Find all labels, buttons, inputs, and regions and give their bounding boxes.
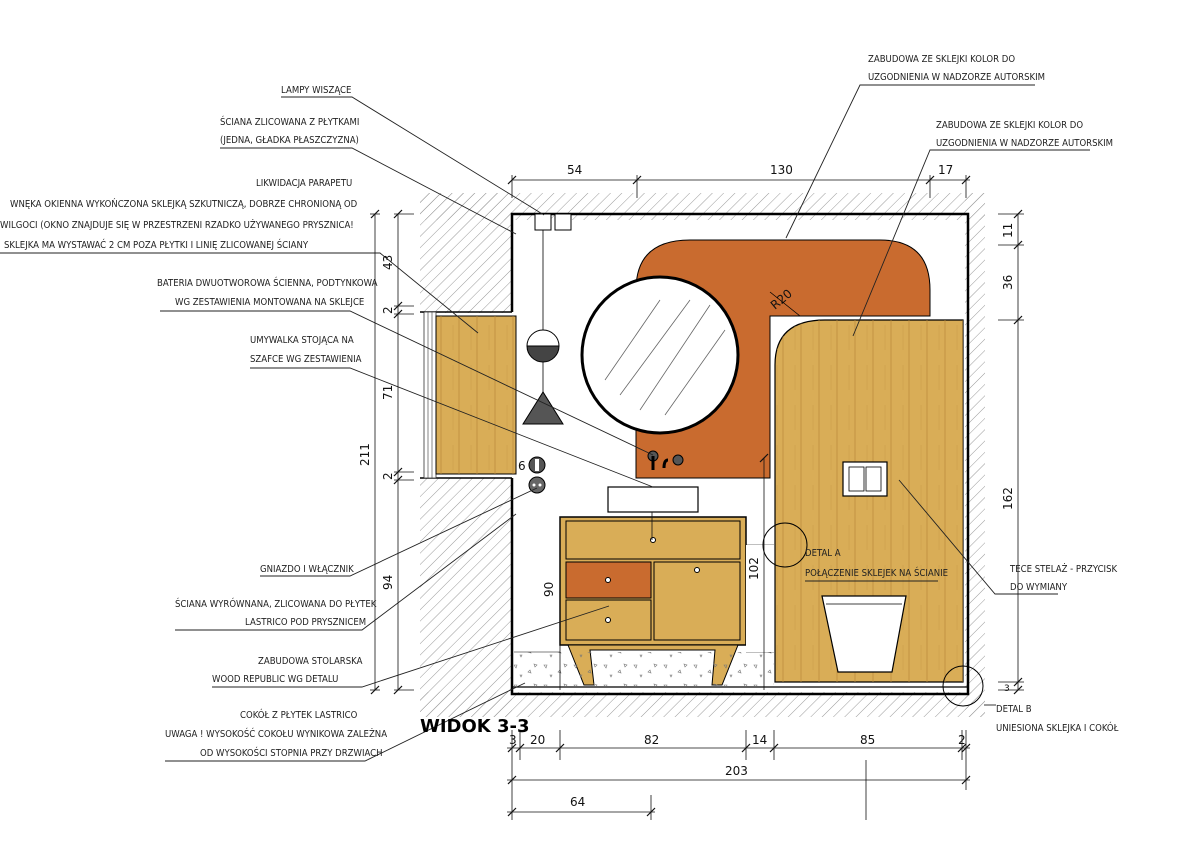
dim-bottom-3: 3: [509, 733, 517, 747]
dim-left-2b: 2: [381, 472, 395, 480]
label-detal-a-1: DETAL A: [805, 548, 841, 559]
left-annotations: LAMPY WISZĄCE ŚCIANA ZLICOWANA Z PŁYTKAM…: [0, 85, 387, 759]
label-cokol-2: UWAGA ! WYSOKOŚĆ COKOŁU WYNIKOWA ZALEŻNA: [165, 728, 387, 740]
dim-right-3: 3: [1004, 684, 1010, 694]
label-parapet-1: LIKWIDACJA PARAPETU: [256, 178, 352, 189]
dim-bottom-2: 2: [958, 733, 966, 747]
washbasin: [607, 450, 699, 513]
dim-total-203: 203: [725, 764, 748, 778]
label-sciana-zlicowana-2: (JEDNA, GŁADKA PŁASZCZYZNA): [220, 135, 359, 146]
label-parapet-4: SKLEJKA MA WYSTAWAĆ 2 CM POZA PŁYTKI I L…: [4, 239, 309, 251]
label-zabudowa-stol-1: ZABUDOWA STOLARSKA: [258, 656, 363, 667]
label-zabudowa-right-1: ZABUDOWA ZE SKLEJKI KOLOR DO: [936, 120, 1083, 131]
dim-left-6: 6: [518, 459, 526, 473]
label-zabudowa-top-1: ZABUDOWA ZE SKLEJKI KOLOR DO: [868, 54, 1015, 65]
dim-sub-64: 64: [570, 795, 585, 809]
room-outline: [420, 212, 970, 696]
dim-top-17: 17: [938, 163, 953, 177]
label-zabudowa-right-2: UZGODNIENIA W NADZORZE AUTORSKIM: [936, 138, 1113, 149]
label-zabudowa-top-2: UZGODNIENIA W NADZORZE AUTORSKIM: [868, 72, 1045, 83]
label-gniazdo: GNIAZDO I WŁĄCZNIK: [260, 564, 354, 575]
detail-a-circle: [762, 522, 808, 568]
label-cokol-1: COKÓŁ Z PŁYTEK LASTRICO: [240, 709, 358, 721]
round-mirror: [580, 275, 740, 435]
wall-section-hatch: [420, 193, 985, 717]
label-detal-b-2: UNIESIONA SKLEJKA I COKÓŁ: [996, 722, 1119, 734]
label-bateria-2: WG ZESTAWIENIA MONTOWANA NA SKLEJCE: [175, 297, 364, 308]
label-parapet-3: WILGOCI (OKNO ZNAJDUJE SIĘ W PRZESTRZENI…: [0, 220, 354, 231]
dim-bottom-85: 85: [860, 733, 875, 747]
dim-left-71: 71: [381, 385, 395, 400]
dim-bottom-20: 20: [530, 733, 545, 747]
label-sciana-zlicowana-1: ŚCIANA ZLICOWANA Z PŁYTKAMI: [220, 116, 359, 128]
pendant-lamps: [522, 213, 572, 425]
label-parapet-2: WNĘKA OKIENNA WYKOŃCZONA SKLEJKĄ SZKUTNI…: [10, 198, 358, 210]
left-dimensions: 211 43 2 71 2 94 6 90 102: [358, 209, 761, 695]
view-title: WIDOK 3-3: [420, 716, 530, 737]
lastrico-plinth: [514, 652, 774, 686]
leader-lines: [0, 84, 1090, 762]
label-detal-b-1: DETAL B: [996, 704, 1032, 715]
right-plywood-build: [774, 319, 964, 683]
right-annotations: ZABUDOWA ZE SKLEJKI KOLOR DO UZGODNIENIA…: [805, 54, 1119, 734]
dim-bottom-82: 82: [644, 733, 659, 747]
socket-switch: [528, 456, 546, 494]
label-lampy: LAMPY WISZĄCE: [281, 85, 351, 96]
dim-left-2a: 2: [381, 306, 395, 314]
dim-cabinet-90: 90: [542, 582, 556, 597]
dim-panel-102: 102: [747, 557, 761, 580]
dim-left-94: 94: [381, 575, 395, 590]
label-zabudowa-stol-2: WOOD REPUBLIC WG DETALU: [212, 674, 338, 685]
label-bateria-1: BATERIA DWUOTWOROWA ŚCIENNA, PODTYNKOWA: [157, 277, 378, 289]
dim-right-11: 11: [1001, 223, 1015, 238]
bottom-dimensions: 3 20 82 14 85 2 203 64: [507, 730, 971, 820]
dim-left-43: 43: [381, 255, 395, 270]
label-umywalka-1: UMYWALKA STOJĄCA NA: [250, 335, 354, 346]
dim-top-130: 130: [770, 163, 793, 177]
dim-top-54: 54: [567, 163, 582, 177]
label-sciana-wyrownana-2: LASTRICO POD PRYSZNICEM: [245, 617, 366, 628]
label-cokol-3: OD WYSOKOŚCI STOPNIA PRZY DRZWIACH: [200, 747, 383, 759]
label-umywalka-2: SZAFCE WG ZESTAWIENIA: [250, 354, 362, 365]
window-niche: [423, 311, 517, 479]
dim-right-36: 36: [1001, 275, 1015, 290]
dim-right-162: 162: [1001, 487, 1015, 510]
label-detal-a-2: POŁĄCZENIE SKLEJEK NA ŚCIANIE: [805, 567, 948, 579]
label-sciana-wyrownana-1: ŚCIANA WYRÓWNANA, ZLICOWANA DO PŁYTEK: [175, 598, 377, 610]
right-dimensions: 11 36 162 3: [998, 209, 1024, 695]
label-tece-2: DO WYMIANY: [1010, 582, 1068, 593]
dim-bottom-14: 14: [752, 733, 767, 747]
dim-left-211: 211: [358, 443, 372, 466]
label-tece-1: TECE STELAŻ - PRZYCISK: [1009, 564, 1117, 575]
detail-b-circle: [942, 665, 984, 707]
top-dimensions: 54 130 17: [507, 163, 971, 198]
